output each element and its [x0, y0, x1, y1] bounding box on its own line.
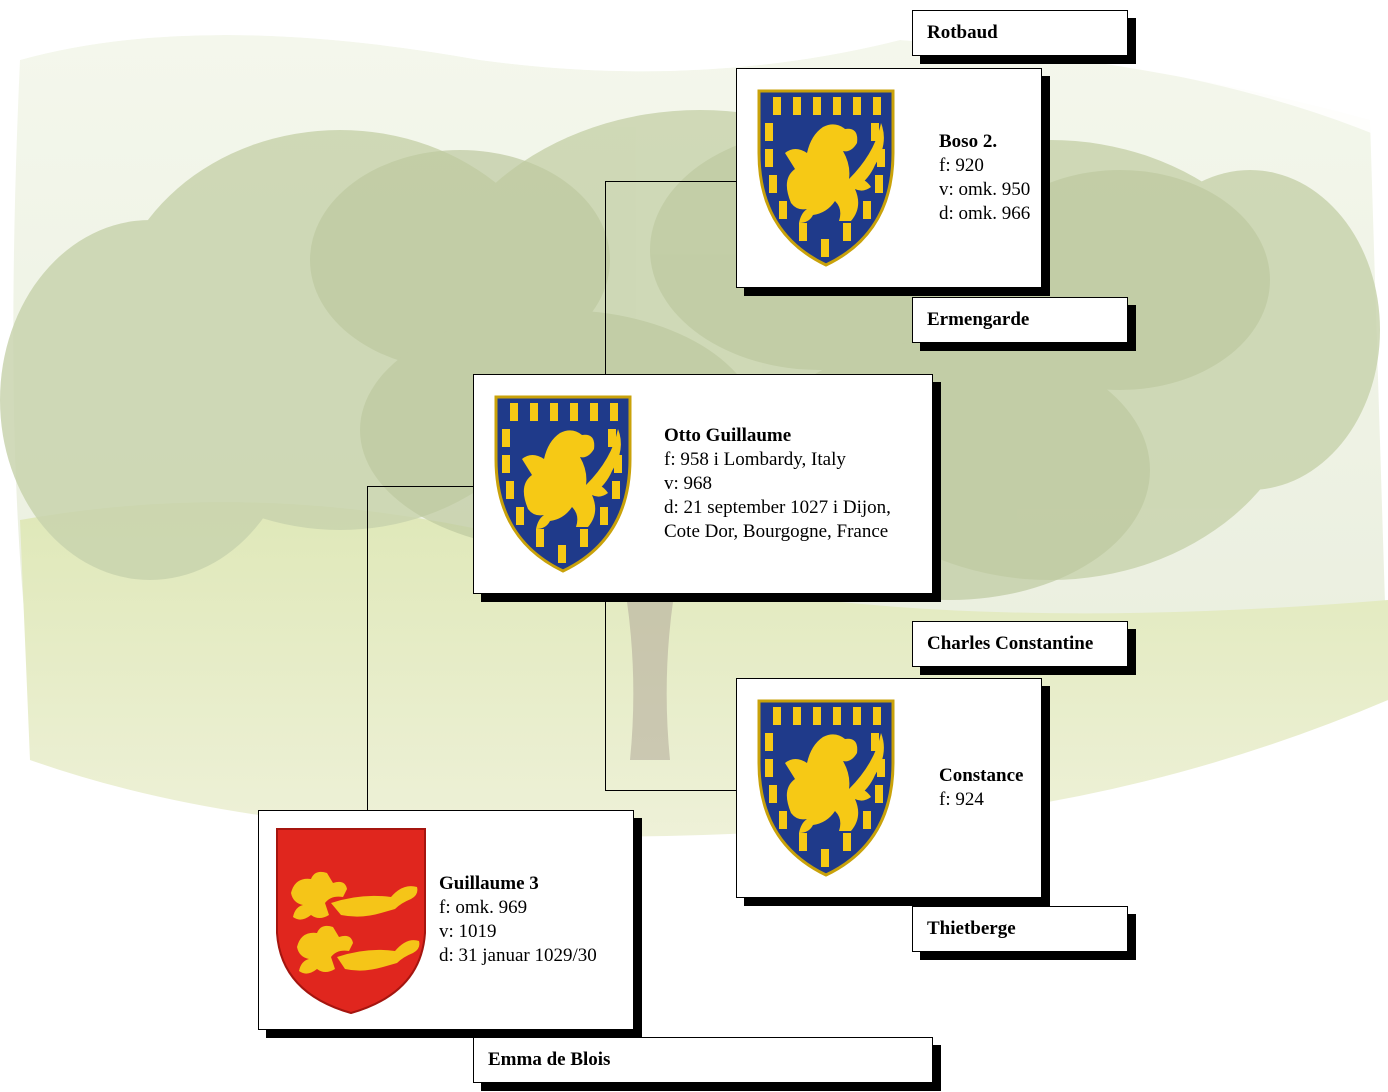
death-place: Cote Dor, Bourgogne, France — [664, 521, 889, 542]
person-ermengarde[interactable]: Ermengarde — [912, 297, 1128, 343]
person-name: Emma de Blois — [488, 1049, 611, 1070]
lion-rampant-billetty-shield-icon — [757, 699, 895, 877]
person-boso[interactable]: Boso 2. f: 920 v: omk. 950 d: omk. 966 — [736, 68, 1042, 288]
lions-passant-shield-icon — [276, 827, 426, 1014]
connector-line — [605, 790, 741, 791]
person-constance[interactable]: Constance f: 924 — [736, 678, 1042, 898]
death-date: d: 21 september 1027 i Dijon, — [664, 497, 891, 518]
connector-line — [605, 600, 606, 791]
person-guillaume-3[interactable]: Guillaume 3 f: omk. 969 v: 1019 d: 31 ja… — [258, 810, 634, 1030]
person-name: Ermengarde — [927, 309, 1030, 330]
person-name: Charles Constantine — [927, 633, 1094, 654]
marriage-date: v: 968 — [664, 473, 713, 494]
lion-rampant-billetty-shield-icon — [494, 395, 632, 573]
connector-line — [605, 181, 606, 375]
birth-date: f: 924 — [939, 789, 984, 810]
death-date: d: 31 januar 1029/30 — [439, 945, 597, 966]
person-thietberge[interactable]: Thietberge — [912, 906, 1128, 952]
marriage-date: v: 1019 — [439, 921, 497, 942]
marriage-date: v: omk. 950 — [939, 179, 1031, 200]
connector-line — [605, 181, 741, 182]
lion-rampant-billetty-shield-icon — [757, 89, 895, 267]
person-charles-constantine[interactable]: Charles Constantine — [912, 621, 1128, 667]
connector-line — [367, 486, 475, 487]
person-name: Thietberge — [927, 918, 1016, 939]
person-name: Boso 2. — [939, 131, 998, 152]
birth-date: f: omk. 969 — [439, 897, 528, 918]
person-name: Otto Guillaume — [664, 425, 792, 446]
birth-date: f: 958 i Lombardy, Italy — [664, 449, 846, 470]
person-emma-de-blois[interactable]: Emma de Blois — [473, 1037, 933, 1083]
person-name: Constance — [939, 765, 1024, 786]
connector-line — [367, 486, 368, 810]
person-name: Guillaume 3 — [439, 873, 539, 894]
person-rotbaud[interactable]: Rotbaud — [912, 10, 1128, 56]
person-name: Rotbaud — [927, 22, 998, 43]
death-date: d: omk. 966 — [939, 203, 1031, 224]
person-otto-guillaume[interactable]: Otto Guillaume f: 958 i Lombardy, Italy … — [473, 374, 933, 594]
birth-date: f: 920 — [939, 155, 984, 176]
